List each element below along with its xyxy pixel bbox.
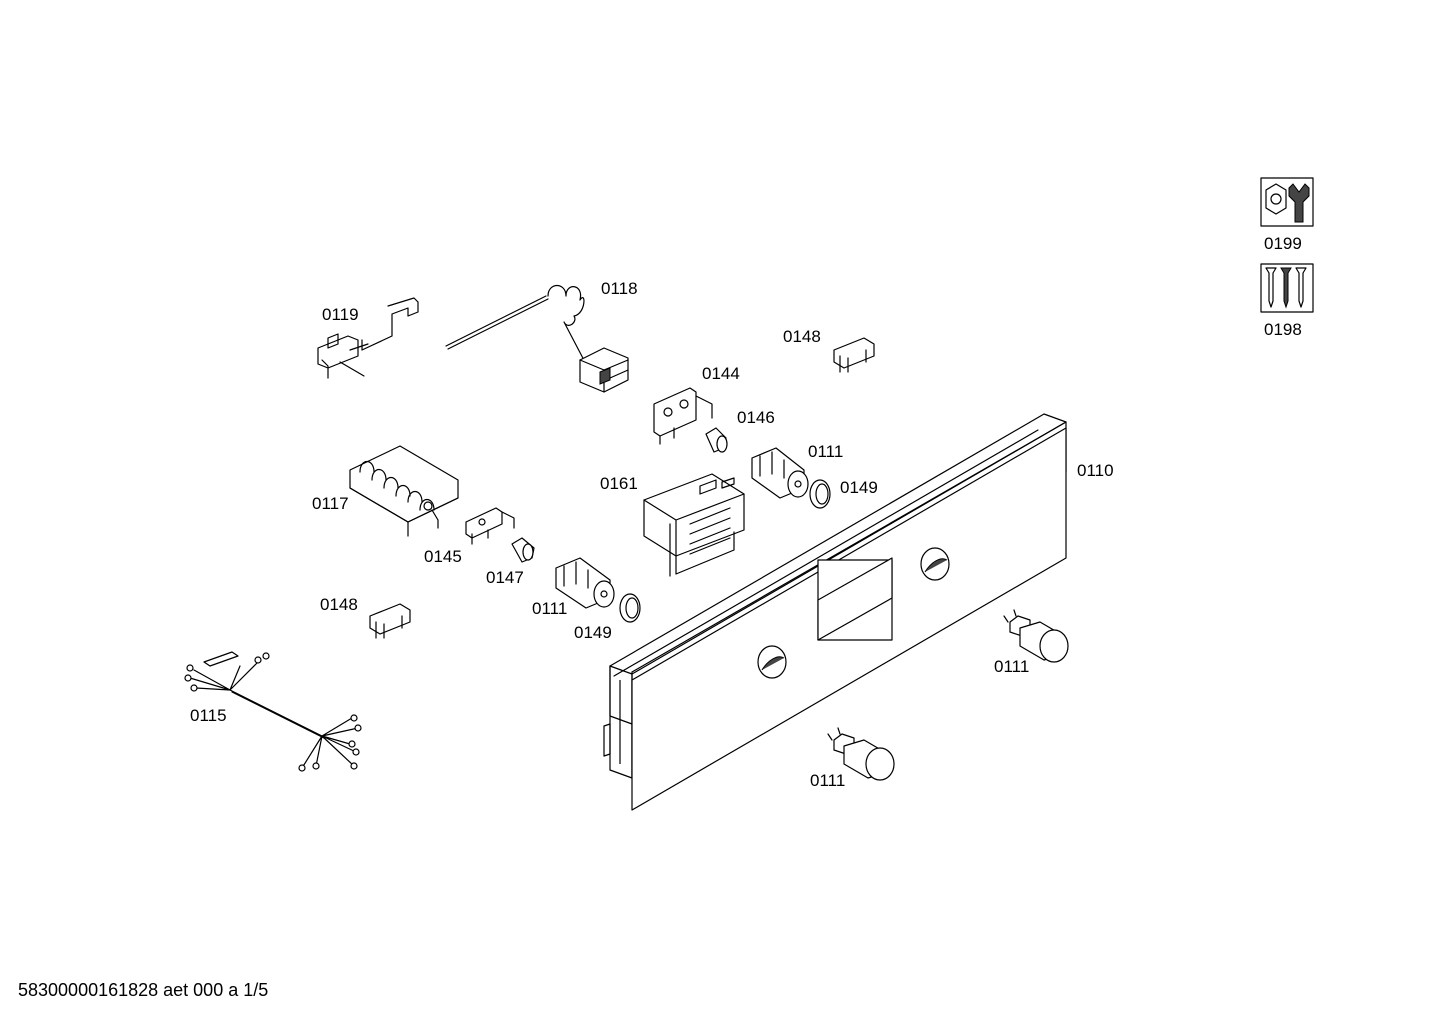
- label-0145: 0145: [424, 547, 462, 566]
- part-0146-lamp[interactable]: [705, 427, 728, 453]
- part-0117-terminal-block[interactable]: [349, 445, 459, 537]
- part-0111-switch-b[interactable]: [555, 557, 615, 609]
- part-0145-holder[interactable]: [465, 507, 515, 545]
- part-0111-switch-a[interactable]: [751, 447, 809, 499]
- part-0115-wiring-harness[interactable]: [184, 651, 362, 772]
- label-0111-a: 0111: [808, 442, 843, 461]
- wrench-nut-icon[interactable]: [1260, 177, 1314, 227]
- part-0149-ring-b[interactable]: [619, 593, 641, 623]
- part-0111-knob-c[interactable]: [1003, 609, 1069, 663]
- label-0117: 0117: [312, 494, 349, 513]
- label-0111-c: 0111: [994, 657, 1029, 676]
- screws-icon[interactable]: [1260, 263, 1314, 313]
- label-0149-a: 0149: [840, 478, 878, 497]
- label-0110: 0110: [1077, 461, 1114, 480]
- part-0161-module[interactable]: [643, 473, 745, 577]
- part-0149-ring-a[interactable]: [809, 479, 831, 509]
- label-0115: 0115: [190, 706, 227, 725]
- label-0111-d: 0111: [810, 771, 845, 790]
- label-0119: 0119: [322, 305, 359, 324]
- label-0149-b: 0149: [574, 623, 612, 642]
- label-0148-top: 0148: [783, 327, 821, 346]
- label-0147: 0147: [486, 568, 524, 587]
- label-0148-bottom: 0148: [320, 595, 358, 614]
- part-0147-lamp[interactable]: [511, 537, 535, 563]
- part-0148-clip-top[interactable]: [833, 337, 875, 373]
- label-0144: 0144: [702, 364, 740, 383]
- part-0144-holder[interactable]: [653, 387, 713, 445]
- label-0146: 0146: [737, 408, 775, 427]
- label-0198: 0198: [1264, 320, 1302, 339]
- part-0148-clip-bottom[interactable]: [369, 603, 411, 639]
- part-0111-knob-d[interactable]: [827, 727, 895, 781]
- part-0119-bracket[interactable]: [317, 297, 419, 379]
- part-0110-control-panel[interactable]: [603, 413, 1067, 811]
- part-0118-thermostat[interactable]: [445, 284, 629, 393]
- label-0199: 0199: [1264, 234, 1302, 253]
- label-0118: 0118: [601, 279, 638, 298]
- document-code: 58300000161828 aet 000 a 1/5: [18, 980, 269, 1000]
- label-0161: 0161: [600, 474, 638, 493]
- label-0111-b: 0111: [532, 599, 567, 618]
